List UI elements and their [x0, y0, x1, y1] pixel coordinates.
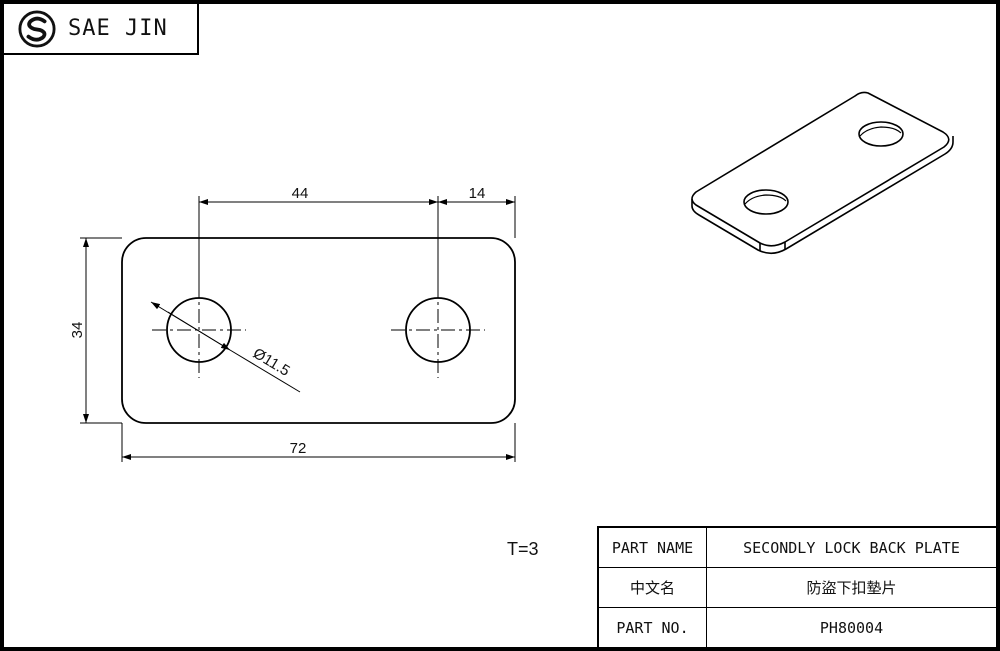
- dim-length: 72: [290, 440, 307, 457]
- title-block: PART NAME SECONDLY LOCK BACK PLATE 中文名 防…: [597, 526, 996, 647]
- iso-front-edge: [691, 136, 954, 255]
- title-block-row: PART NAME SECONDLY LOCK BACK PLATE: [599, 528, 996, 568]
- iso-hole-left: [743, 189, 789, 215]
- iso-hole-right: [858, 121, 904, 147]
- title-block-row: 中文名 防盜下扣墊片: [599, 568, 996, 608]
- extension-lines: [80, 196, 516, 462]
- title-block-row: PART NO. PH80004: [599, 608, 996, 647]
- isometric-view: [691, 91, 954, 255]
- brand-name: SAE JIN: [68, 16, 168, 41]
- chinese-name-value: 防盜下扣墊片: [806, 579, 897, 597]
- part-no-label: PART NO.: [599, 608, 707, 647]
- chinese-name-label: 中文名: [599, 568, 707, 607]
- part-name-label: PART NAME: [599, 528, 707, 567]
- dim-hole-spacing: 44: [292, 185, 309, 202]
- logo-box: SAE JIN: [4, 4, 199, 55]
- dim-hole-edge-offset: 14: [469, 185, 486, 202]
- dim-height: 34: [69, 322, 86, 339]
- iso-top-face: [691, 91, 950, 247]
- thickness-note: T=3: [507, 539, 539, 559]
- plate-outline: [121, 237, 516, 424]
- part-name-value: SECONDLY LOCK BACK PLATE: [743, 538, 960, 557]
- center-lines: [152, 284, 485, 378]
- dimension-lines: [83, 199, 515, 460]
- part-no-value: PH80004: [819, 618, 884, 637]
- sj-logo-icon: [18, 9, 56, 48]
